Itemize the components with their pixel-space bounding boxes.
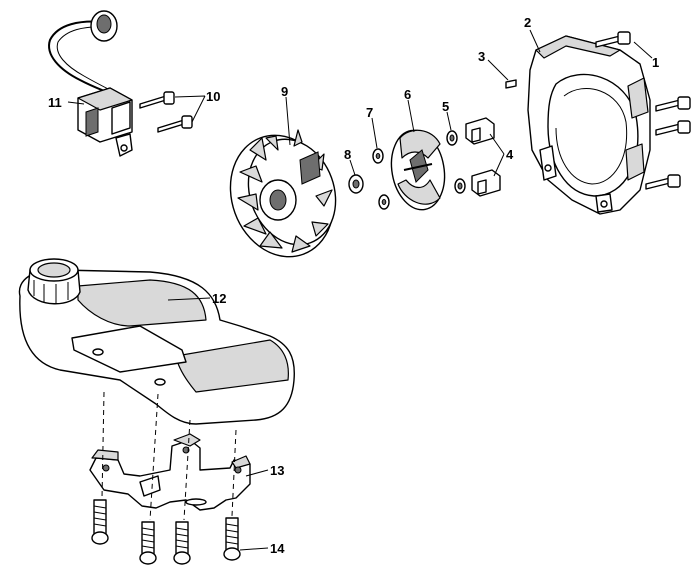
callout-1: 1: [652, 55, 660, 70]
washers-part: [372, 148, 390, 210]
housing-screws-part: [505, 31, 691, 190]
callout-14: 14: [270, 541, 285, 556]
leader-13: [245, 469, 269, 477]
ignition-coil-part: [48, 10, 133, 157]
leader-4: [489, 133, 505, 177]
tank-bracket-part: [89, 433, 251, 511]
leader-9: [285, 96, 291, 146]
callout-6: 6: [404, 87, 412, 102]
leader-2: [529, 29, 541, 53]
nut-part: [348, 174, 364, 194]
callout-10: 10: [206, 89, 221, 104]
callout-12: 12: [212, 291, 227, 306]
leader-1: [633, 41, 653, 59]
flywheel-part: [229, 129, 337, 258]
leader-3: [487, 59, 509, 81]
leader-14: [239, 547, 269, 551]
coil-screws-part: [139, 91, 193, 133]
callout-11: 11: [48, 95, 62, 110]
shoulder-bolts-part: [465, 117, 501, 197]
callout-7: 7: [366, 105, 374, 120]
callout-2: 2: [524, 15, 532, 30]
fan-housing-part: [527, 35, 651, 215]
callout-9: 9: [281, 84, 289, 99]
bracket-bolts-part: [91, 499, 241, 565]
callout-8: 8: [344, 147, 352, 162]
assembly-dashed-lines: [101, 391, 237, 521]
callout-3: 3: [478, 49, 486, 64]
leader-12: [167, 297, 211, 301]
callout-13: 13: [270, 463, 285, 478]
callout-5: 5: [442, 99, 450, 114]
leader-10: [174, 95, 206, 123]
fuel-tank-part: [18, 258, 295, 425]
leader-5: [446, 111, 452, 131]
leader-6: [407, 99, 415, 133]
leader-8: [349, 159, 356, 176]
callout-4: 4: [506, 147, 514, 162]
clutch-part: [390, 129, 446, 211]
small-washer-part: [446, 130, 466, 194]
leader-11: [67, 101, 85, 105]
leader-7: [371, 117, 378, 149]
